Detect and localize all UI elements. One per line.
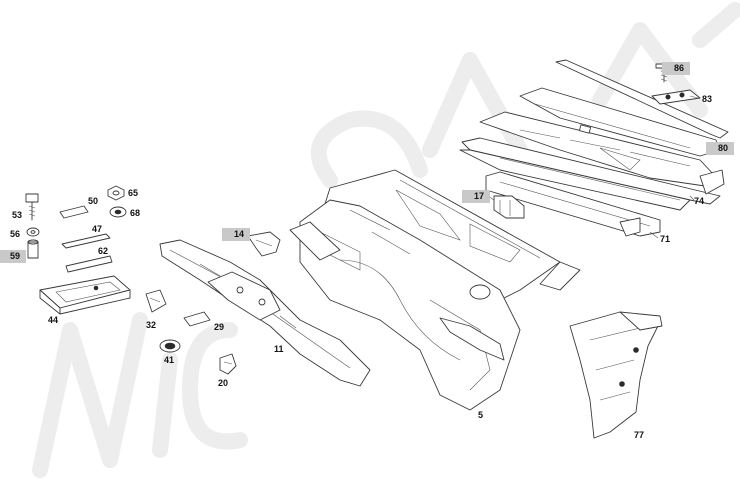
callout-41[interactable]: 41 — [164, 355, 175, 365]
part-5-firewall — [289, 169, 581, 411]
callout-20[interactable]: 20 — [218, 378, 229, 388]
callout-11[interactable]: 11 — [274, 344, 284, 354]
callout-77[interactable]: 77 — [634, 430, 645, 440]
callout-50[interactable]: 50 — [88, 196, 99, 206]
part-68-washer — [109, 206, 127, 218]
callout-5[interactable]: 5 — [478, 410, 484, 420]
watermark — [32, 2, 740, 478]
callout-62[interactable]: 62 — [98, 246, 109, 256]
callout-29[interactable]: 29 — [214, 322, 225, 332]
callout-56[interactable]: 56 — [10, 229, 21, 239]
part-53-bolt — [25, 193, 39, 221]
part-44-tray — [39, 275, 131, 315]
part-74-cross-panel — [459, 137, 725, 211]
part-77-side-panel — [569, 311, 663, 439]
callout-59[interactable]: 59 — [0, 250, 27, 263]
part-14-bracket — [247, 231, 281, 257]
callout-86[interactable]: 86 — [662, 62, 691, 75]
part-56-washer — [26, 227, 40, 237]
callout-83[interactable]: 83 — [702, 94, 713, 104]
part-29-clip — [183, 311, 211, 327]
part-65-nut — [107, 185, 125, 201]
part-80-cowl-top — [479, 59, 729, 187]
part-83-pad — [651, 89, 701, 105]
part-11-side-member — [159, 239, 371, 387]
part-71-rail — [485, 171, 661, 237]
part-59-spacer — [27, 239, 39, 259]
callout-68[interactable]: 68 — [130, 208, 141, 218]
callout-65[interactable]: 65 — [128, 188, 139, 198]
part-17-bracket — [493, 195, 525, 219]
part-47-strip — [61, 233, 111, 249]
callout-14[interactable]: 14 — [222, 228, 251, 241]
part-41-grommet — [159, 339, 181, 353]
part-50-plate — [59, 205, 89, 219]
callout-53[interactable]: 53 — [12, 210, 23, 220]
callout-32[interactable]: 32 — [146, 320, 157, 330]
callout-44[interactable]: 44 — [48, 315, 59, 325]
callout-71[interactable]: 71 — [660, 234, 671, 244]
callout-47[interactable]: 47 — [92, 224, 103, 234]
callout-17[interactable]: 17 — [462, 190, 491, 203]
callout-80[interactable]: 80 — [706, 142, 735, 155]
part-32-bracket — [145, 289, 167, 313]
part-62-strip — [65, 255, 113, 273]
part-20-clip — [219, 353, 237, 375]
callout-74[interactable]: 74 — [694, 196, 705, 206]
